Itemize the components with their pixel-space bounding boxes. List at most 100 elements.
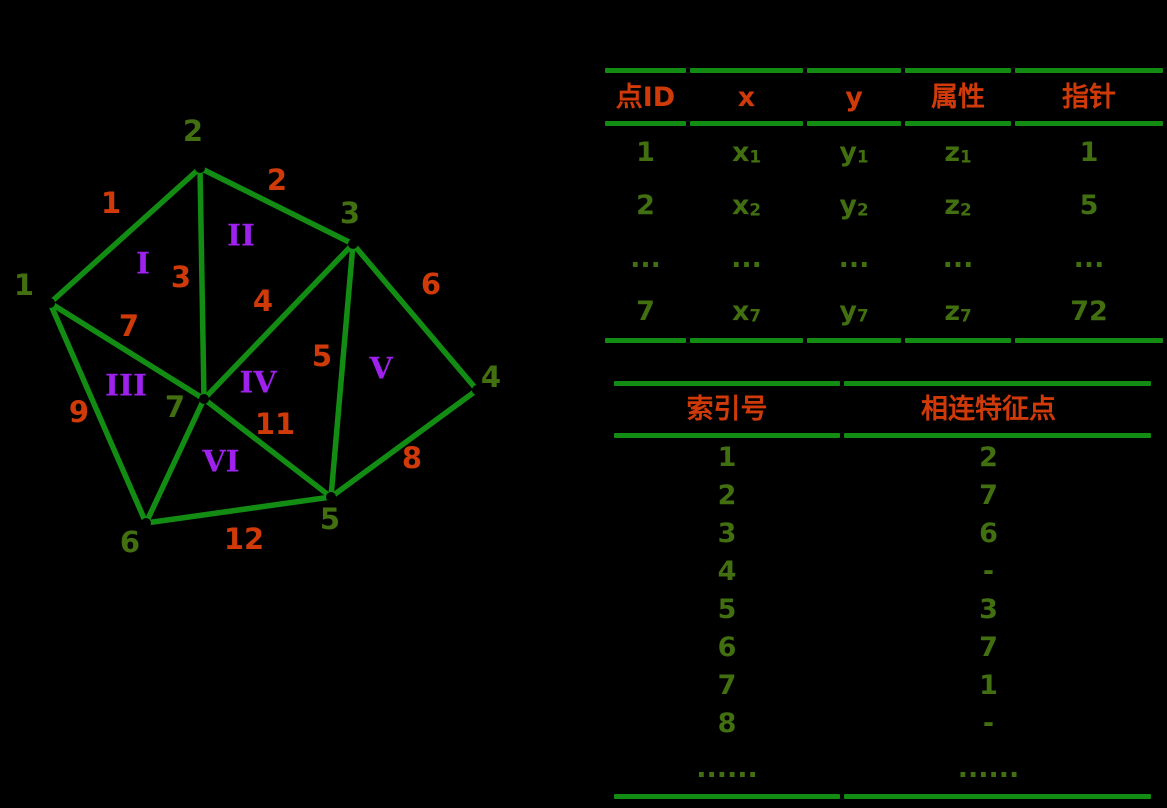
- vertex-dot: [141, 518, 151, 528]
- edge-label: 12: [224, 522, 264, 556]
- triangle-label: III: [105, 369, 147, 404]
- adjacency-table-cell: 2: [717, 479, 737, 511]
- adjacency-table-cell: 1: [717, 441, 737, 473]
- table-rule-segment: [807, 68, 901, 73]
- point-table-cell: ...: [731, 243, 762, 274]
- subscript: 7: [960, 305, 972, 326]
- adjacency-table-cell: 6: [979, 517, 998, 549]
- edge-line: [143, 396, 207, 526]
- point-table-header-id: 点ID: [615, 81, 676, 113]
- edge-label: 7: [119, 309, 139, 343]
- table-rule-segment: [690, 338, 803, 343]
- edge-line: [197, 165, 207, 402]
- triangle-label: VI: [201, 445, 239, 480]
- point-table-cell: ...: [942, 243, 974, 274]
- adjacency-table-cell: 6: [717, 631, 737, 663]
- edge-line: [328, 387, 480, 500]
- edge-line: [201, 241, 356, 402]
- vertex-label: 3: [340, 196, 360, 230]
- subscript: 7: [749, 305, 762, 326]
- table-rule-segment: [605, 338, 686, 343]
- edge-line: [143, 494, 334, 526]
- adjacency-table-cell: 8: [717, 707, 737, 739]
- point-table-cell: 7: [636, 296, 655, 327]
- point-table-header-x: x: [737, 81, 756, 113]
- table-rule-segment: [614, 381, 840, 386]
- point-table-bottom-rule: [603, 338, 1165, 343]
- edge-label: 4: [253, 284, 273, 318]
- vertex-label: 7: [165, 390, 185, 424]
- adjacency-table-header-rule: [612, 433, 1153, 438]
- adjacency-table-cell: 7: [717, 669, 737, 701]
- edge-line: [350, 241, 480, 393]
- point-table-cell: 72: [1070, 296, 1108, 327]
- point-table-header-y: y: [845, 81, 863, 113]
- adjacency-table-cell: 2: [979, 441, 998, 473]
- subscript: 2: [749, 199, 762, 220]
- adjacency-table-cell: 3: [979, 593, 998, 625]
- table-rule-segment: [690, 68, 803, 73]
- table-rule-segment: [614, 794, 840, 799]
- adjacency-table-bottom-rule: [612, 794, 1153, 799]
- vertex-dot: [195, 163, 205, 173]
- vertex-label: 4: [481, 360, 501, 394]
- point-table-cell: 1: [1079, 137, 1099, 168]
- point-table-header-row: 点ID x y 属性 指针: [603, 73, 1165, 121]
- point-table-cell: ...: [838, 243, 870, 274]
- table-rule-segment: [614, 433, 840, 438]
- adjacency-table-header-row: 索引号 相连特征点: [612, 386, 1153, 433]
- subscript: 7: [856, 305, 869, 326]
- point-table-row: ...............: [603, 232, 1165, 285]
- table-rule-segment: [905, 68, 1011, 73]
- adjacency-table-row: 8-: [612, 704, 1153, 742]
- edge-line: [201, 396, 334, 500]
- table-rule-segment: [844, 794, 1151, 799]
- point-table-cell: 2: [636, 190, 655, 221]
- table-rule-segment: [905, 338, 1011, 343]
- point-table-cell: 1: [636, 137, 655, 168]
- table-rule-segment: [807, 338, 901, 343]
- edge-label: 2: [267, 163, 287, 197]
- edge-label: 9: [69, 395, 89, 429]
- adjacency-table-cell: -: [982, 555, 995, 587]
- vertex-label: 6: [120, 525, 140, 559]
- table-rule-segment: [690, 121, 803, 126]
- edge-label: 5: [312, 339, 332, 373]
- edge-line: [47, 165, 203, 306]
- point-table-header-attr: 属性: [931, 81, 985, 113]
- point-table-header-pointer: 指针: [1062, 81, 1116, 113]
- adjacency-table-cell: 7: [979, 631, 998, 663]
- edge-line: [197, 165, 356, 247]
- table-rule-segment: [605, 121, 686, 126]
- adjacency-table-cell: 4: [717, 555, 737, 587]
- subscript: 2: [856, 199, 869, 220]
- vertex-dot: [326, 492, 336, 502]
- adjacency-table-cell: ......: [957, 752, 1020, 784]
- vertex-label: 5: [320, 502, 340, 536]
- triangle-label: V: [368, 352, 393, 387]
- edge-label: 6: [421, 267, 441, 301]
- edge-label: 8: [402, 441, 422, 475]
- vertex-dot: [45, 298, 55, 308]
- table-rule-segment: [605, 68, 686, 73]
- adjacency-table-cell: 7: [979, 479, 998, 511]
- point-table-cell: 5: [1079, 190, 1099, 221]
- adjacency-table-cell: 1: [979, 669, 998, 701]
- subscript: 1: [856, 146, 869, 167]
- adjacency-table-row: ............: [612, 742, 1153, 794]
- adjacency-table-header-index: 索引号: [686, 394, 768, 425]
- vertex-label: 2: [183, 114, 203, 148]
